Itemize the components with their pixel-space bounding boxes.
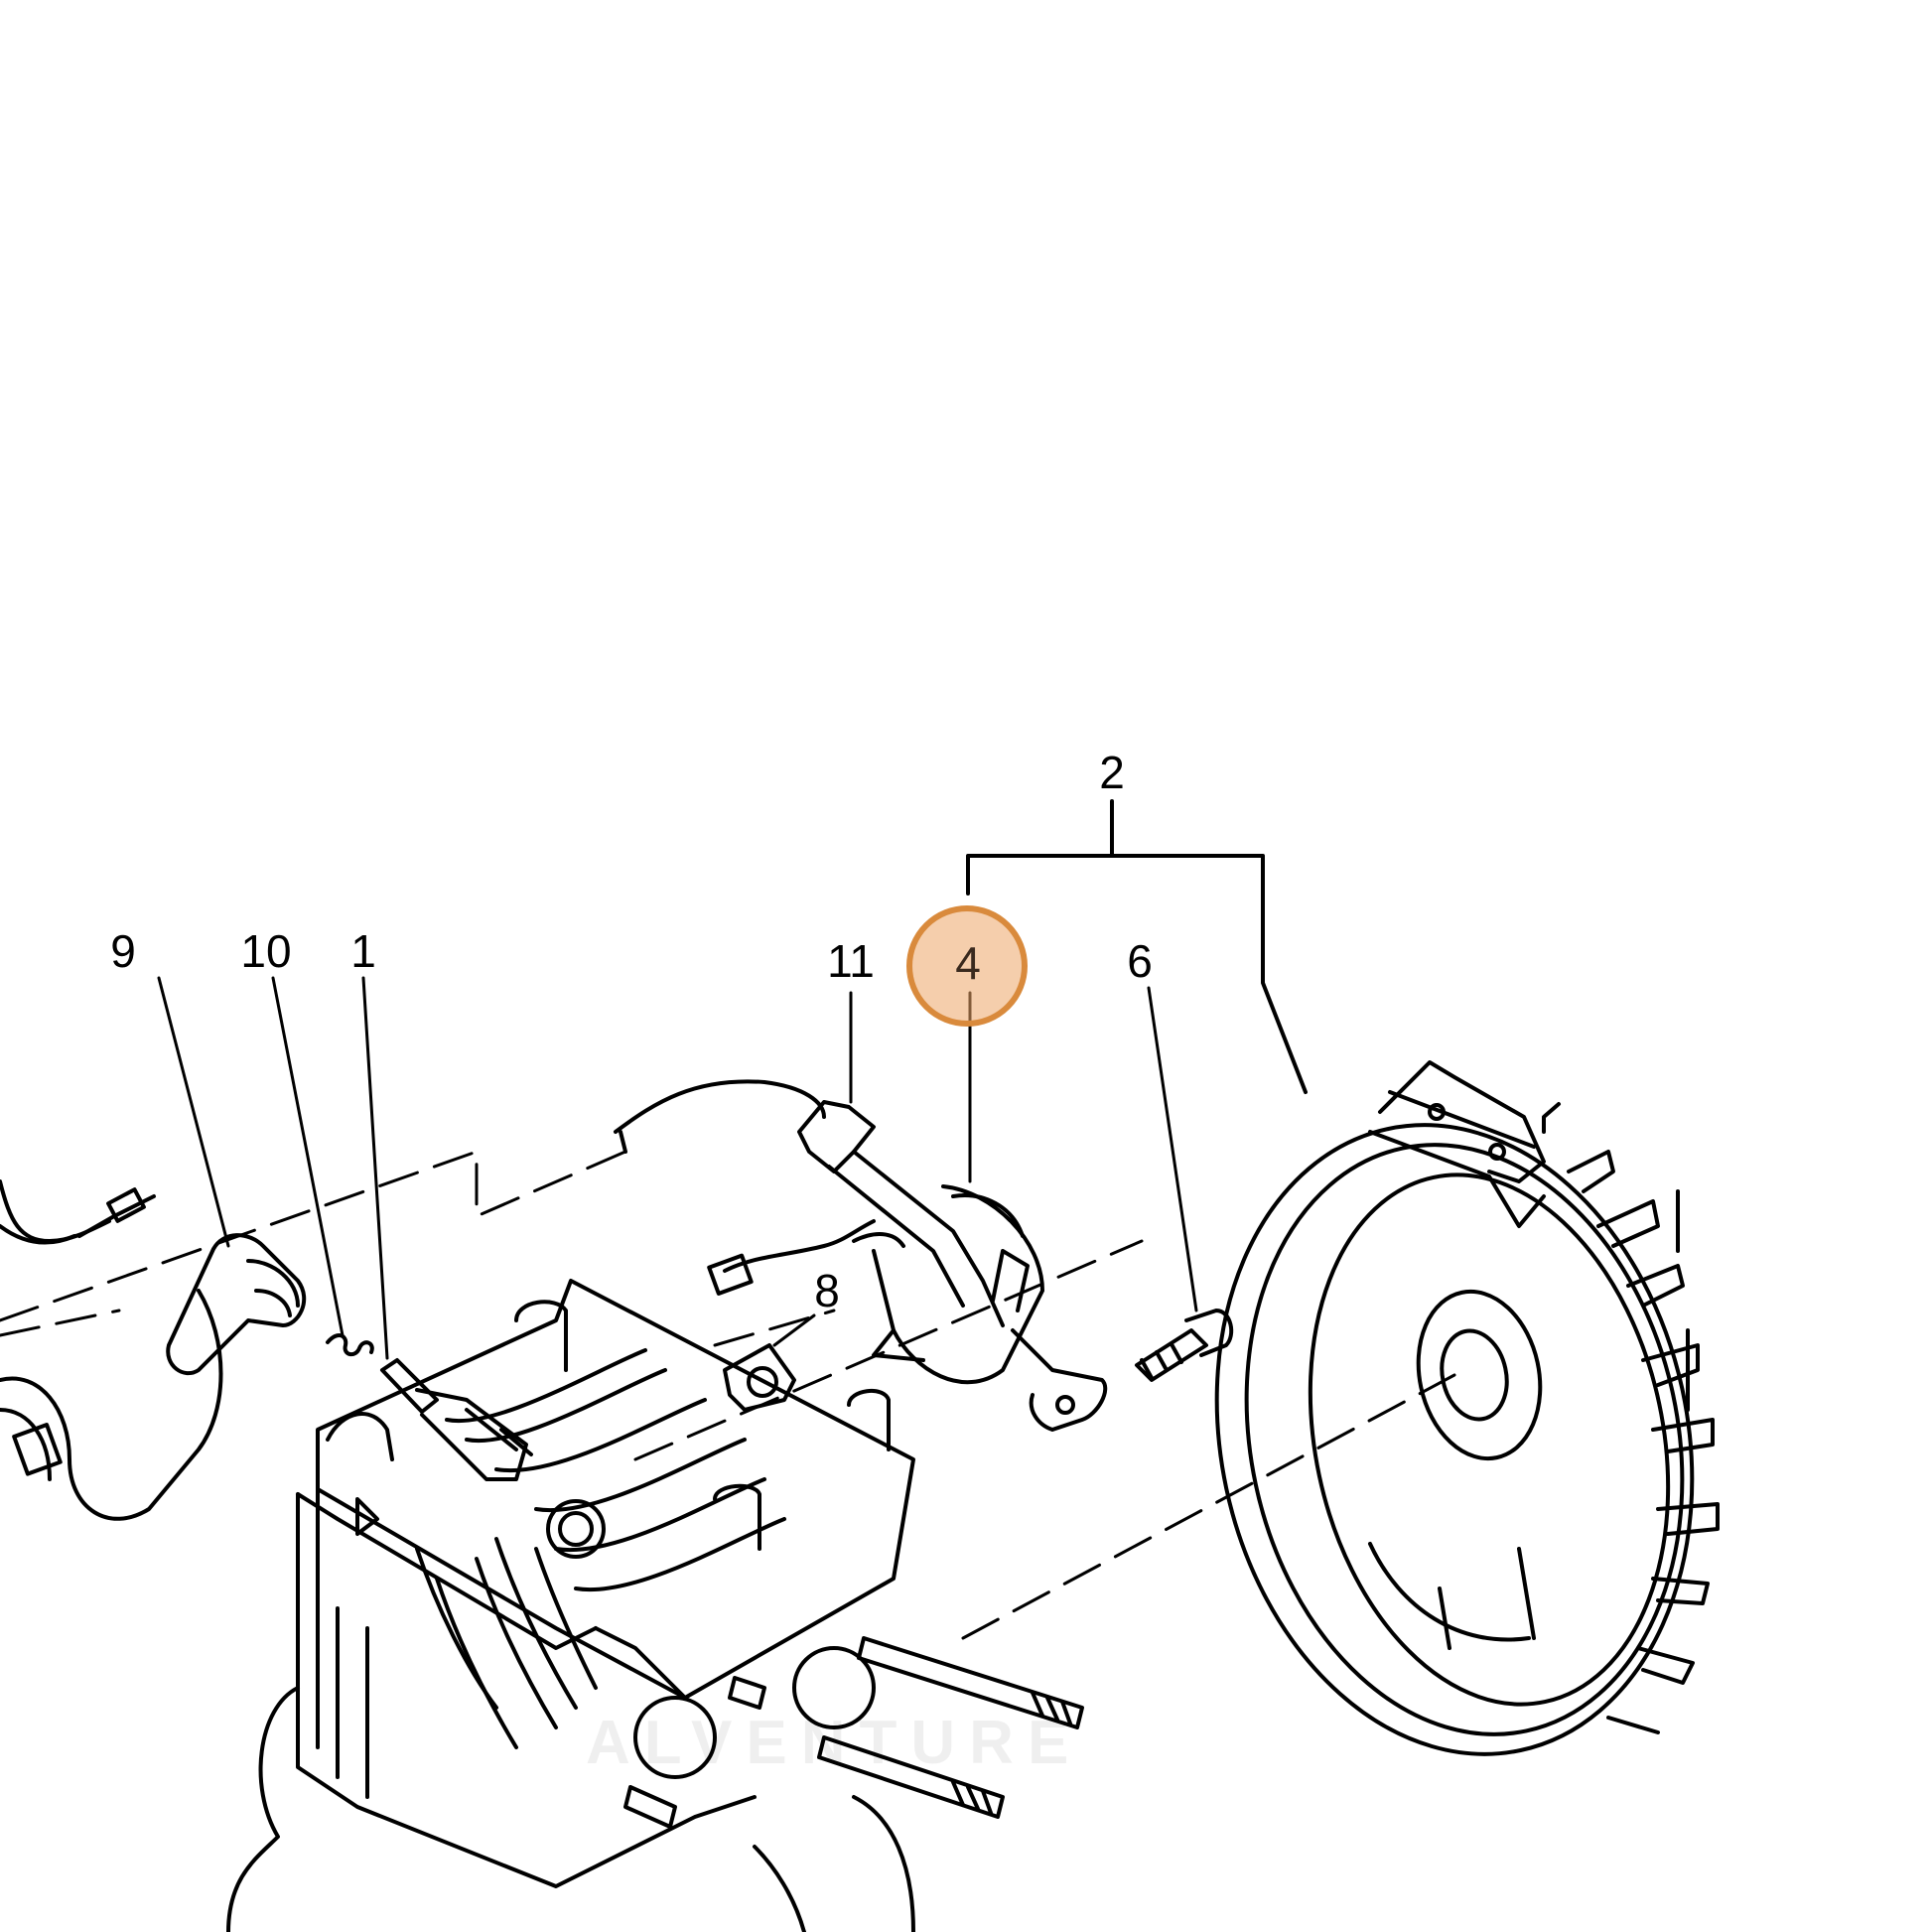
watermark: ALVENTURE [586, 1709, 1083, 1777]
cylinder-head [226, 1279, 1084, 1932]
highlight-ring [906, 905, 1028, 1027]
callout-10: 10 [240, 925, 292, 977]
ignition-wiring [0, 1179, 374, 1521]
callout-1: 1 [350, 925, 376, 977]
callout-11: 11 [827, 935, 875, 987]
ignition-coil [614, 1079, 1108, 1432]
callout-4[interactable]: 4 [955, 937, 981, 989]
leader-lines [157, 976, 1198, 1360]
bracket-2 [966, 799, 1308, 1094]
callout-8: 8 [814, 1265, 840, 1316]
callout-2: 2 [1099, 747, 1125, 798]
flywheel [1214, 1060, 1720, 1756]
callout-9: 9 [110, 925, 136, 977]
spark-plug [380, 1358, 533, 1481]
screw [1135, 1309, 1234, 1382]
callout-6: 6 [1127, 935, 1153, 987]
